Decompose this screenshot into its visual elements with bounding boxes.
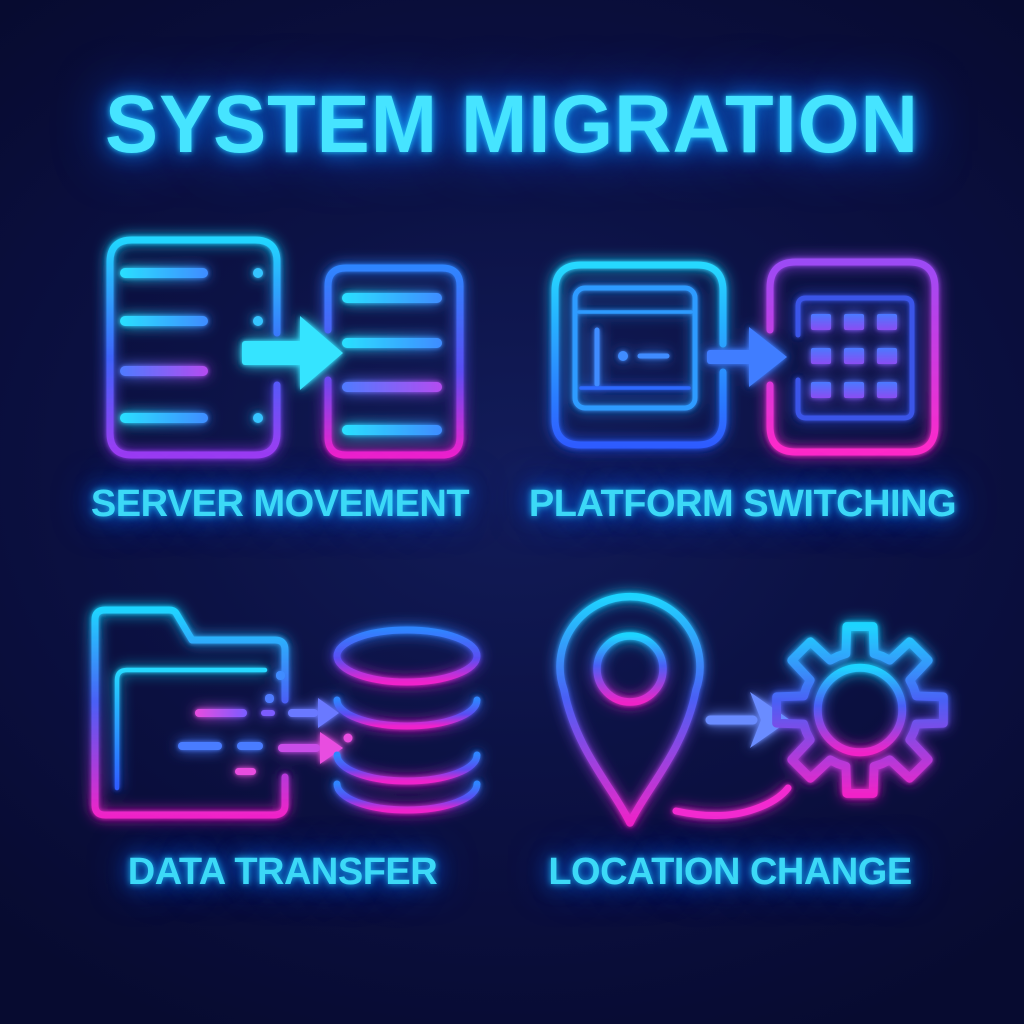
folder-icon bbox=[91, 606, 289, 819]
data-transfer-illustration bbox=[91, 606, 481, 819]
database-icon bbox=[333, 626, 481, 814]
transfer-arrow-icon bbox=[705, 692, 790, 748]
server-target-icon bbox=[324, 264, 464, 459]
server-movement-label: SERVER MOVEMENT bbox=[90, 483, 470, 525]
data-transfer-label: DATA TRANSFER bbox=[127, 851, 438, 893]
swoosh-line bbox=[672, 784, 792, 819]
server-source-icon bbox=[106, 236, 281, 459]
data-stream-arrows-icon bbox=[178, 694, 353, 775]
transfer-arrow-icon bbox=[242, 316, 343, 390]
platform-switching-label: PLATFORM SWITCHING bbox=[528, 483, 957, 525]
platform-window-icon bbox=[551, 261, 727, 449]
server-movement-illustration bbox=[106, 236, 464, 459]
platform-switching-illustration bbox=[551, 258, 939, 456]
gear-icon bbox=[772, 622, 948, 798]
map-pin-icon bbox=[556, 593, 704, 827]
transfer-arrow-icon bbox=[707, 327, 787, 387]
app-grid-icon bbox=[766, 258, 939, 456]
location-change-label: LOCATION CHANGE bbox=[548, 851, 912, 893]
location-change-illustration bbox=[556, 593, 948, 827]
page-title: SYSTEM MIGRATION bbox=[105, 79, 919, 170]
